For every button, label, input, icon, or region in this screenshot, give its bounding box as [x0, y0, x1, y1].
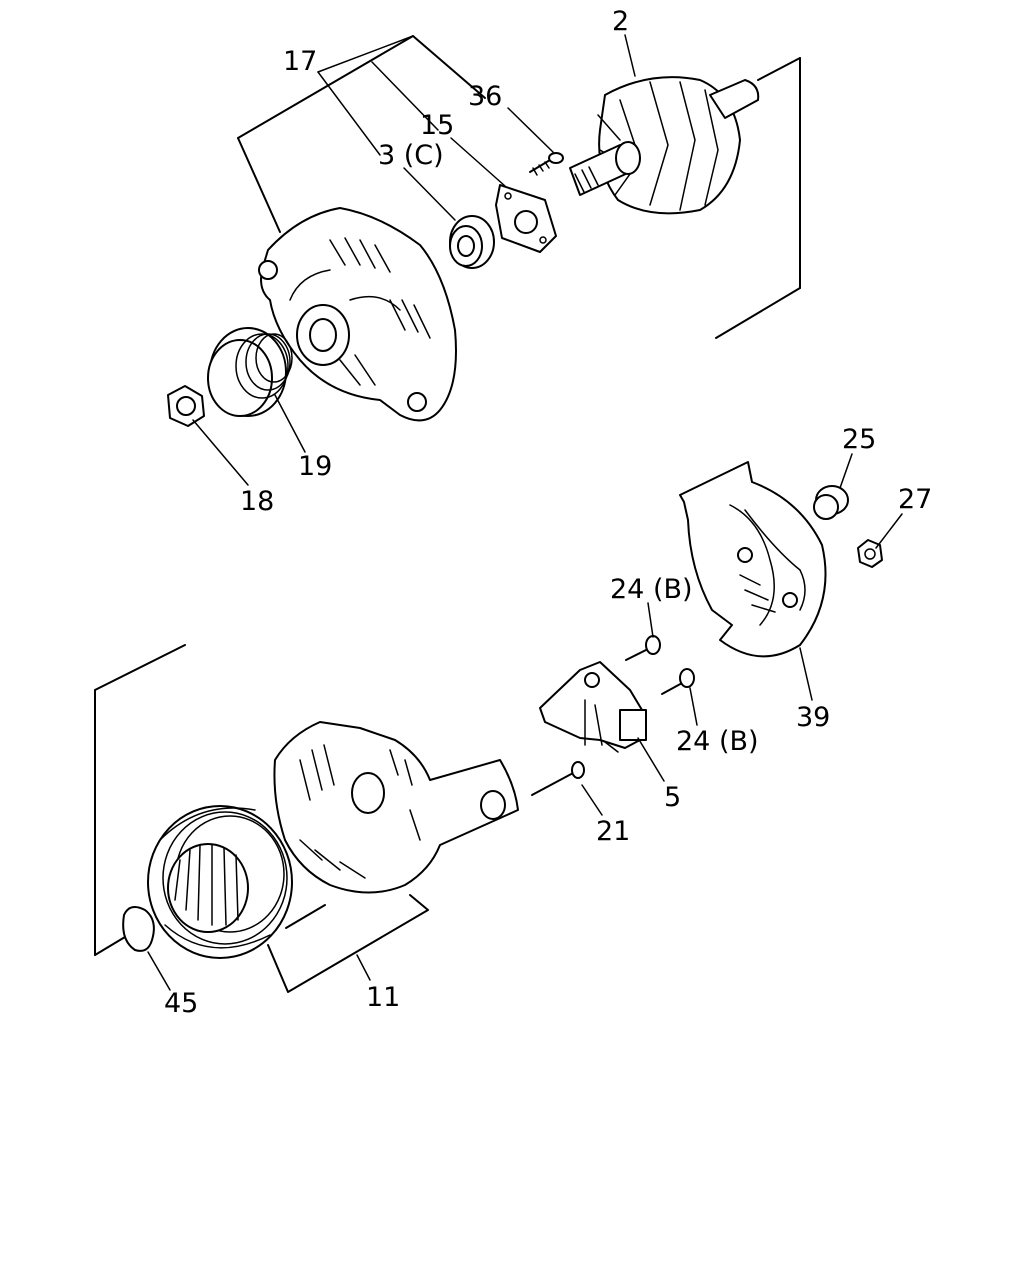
- cover-nut: [857, 539, 883, 568]
- callout-3c: 3 (C): [378, 140, 444, 171]
- callout-27: 27: [898, 484, 932, 515]
- callout-2: 2: [612, 6, 629, 37]
- bearing: [449, 215, 495, 269]
- callout-labels: 2 17 36 15 3 (C) 19 18 25 27 24 (B) 24 (…: [164, 6, 932, 1019]
- callout-21: 21: [596, 816, 630, 847]
- callout-11: 11: [366, 982, 400, 1013]
- grommet: [813, 485, 849, 520]
- pulley-nut: [167, 385, 205, 427]
- callout-39: 39: [796, 702, 830, 733]
- regulator-screw-lower: [661, 668, 695, 695]
- lower-leader-lines: [147, 951, 371, 991]
- callout-15: 15: [420, 110, 454, 141]
- callout-25: 25: [842, 424, 876, 455]
- regulator-screw-upper: [625, 635, 661, 661]
- voltage-regulator: [539, 661, 647, 753]
- callout-36: 36: [468, 81, 502, 112]
- retainer-plate: [495, 184, 557, 253]
- upper-leader-lines: [192, 34, 636, 486]
- rear-housing: [273, 721, 519, 894]
- callout-18: 18: [240, 486, 274, 517]
- rear-cover: [679, 461, 827, 658]
- callout-19: 19: [298, 451, 332, 482]
- plate-screw: [529, 152, 564, 176]
- callout-24b-bottom: 24 (B): [676, 726, 759, 757]
- front-housing: [258, 207, 457, 422]
- rotor: [569, 76, 760, 215]
- callout-45: 45: [164, 988, 198, 1019]
- callout-5: 5: [664, 782, 681, 813]
- callout-24b-top: 24 (B): [610, 574, 693, 605]
- pulley: [207, 327, 293, 417]
- callout-17: 17: [283, 46, 317, 77]
- housing-bolt: [531, 761, 585, 796]
- right-leader-lines: [581, 453, 903, 816]
- o-ring-seal: [122, 905, 155, 952]
- stator: [147, 805, 326, 959]
